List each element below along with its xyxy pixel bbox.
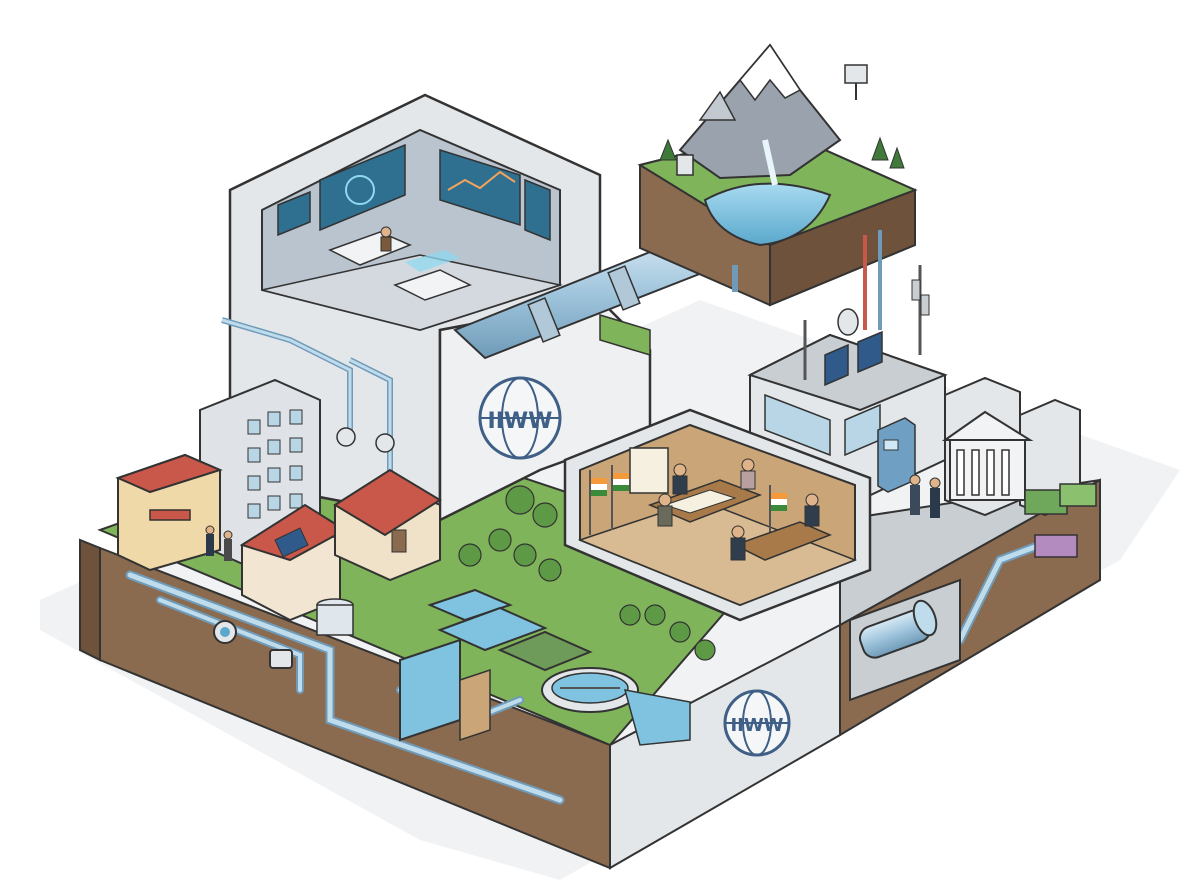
- control-room: IIWW: [228, 93, 732, 523]
- negotiation-room: [563, 408, 872, 622]
- atm-icon: [877, 417, 916, 493]
- globe-logo-icon: IIWW: [478, 376, 562, 460]
- money-stack-icon: [1024, 483, 1097, 558]
- pump-station: [849, 578, 961, 702]
- water-meter-icon: [213, 620, 237, 644]
- residential-houses: [115, 378, 442, 636]
- water-treatment-plant: [399, 588, 691, 746]
- sensor-sign: [844, 64, 868, 84]
- water-meter-icon: [269, 649, 293, 669]
- logo-text: IIWW: [488, 409, 553, 434]
- bank-district: [909, 376, 1097, 558]
- logo-text: IIWW: [730, 715, 783, 736]
- mountain-reservoir: [637, 43, 918, 330]
- tree-icon: [659, 136, 905, 169]
- solar-panel-icon: [824, 330, 883, 387]
- globe-logo-icon: IIWW: [723, 689, 791, 757]
- wall-pipes: [221, 317, 395, 480]
- antenna-icon: [803, 265, 930, 380]
- tree-icon: [458, 485, 716, 661]
- flag-icon: [589, 465, 787, 550]
- monitor-screens: [277, 143, 551, 242]
